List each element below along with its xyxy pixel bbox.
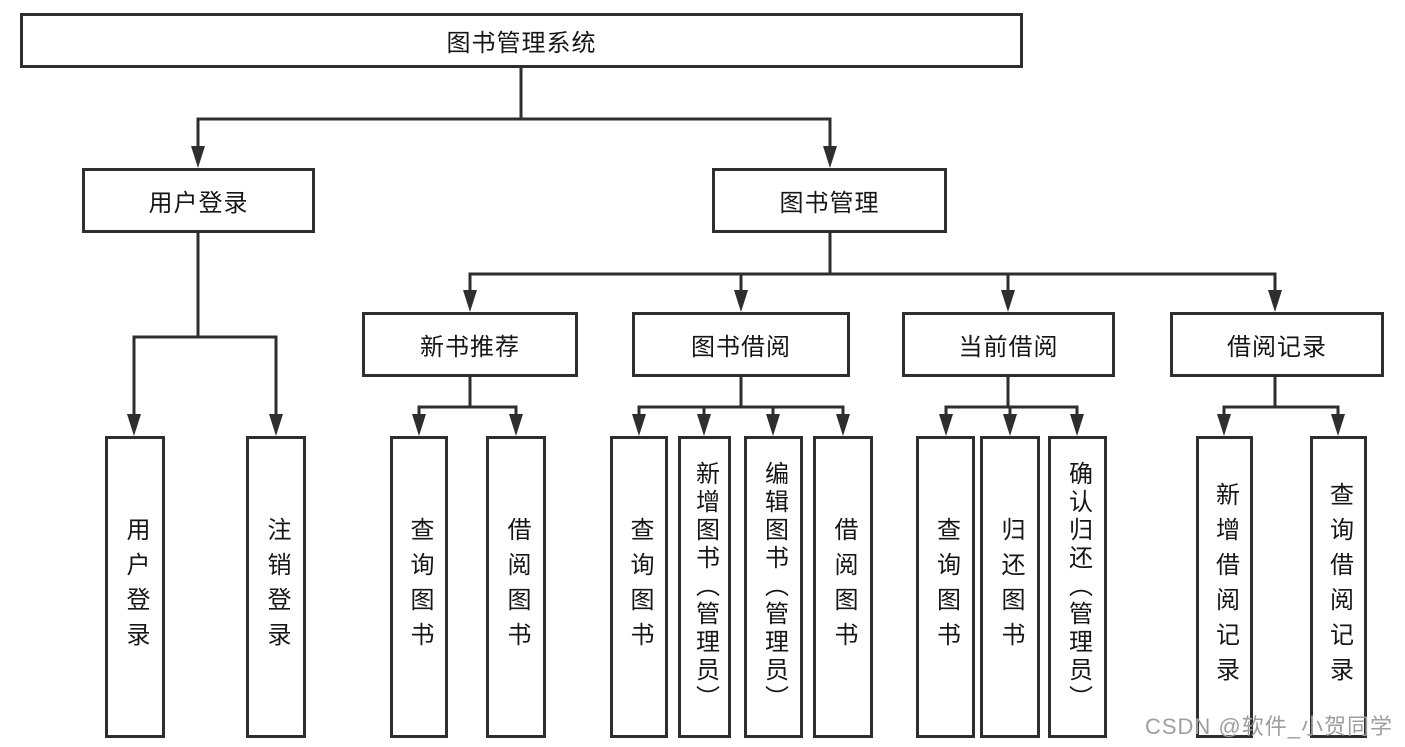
arrowhead-user-login-children [127,414,283,436]
node-book-borrowing: 图书借阅 [632,312,850,377]
leaf-borrowing-add-book-admin: 新增图书（管理员） [678,436,731,738]
node-label: 借阅图书 [503,517,530,657]
node-label: 当前借阅 [958,334,1059,361]
node-label: 注销登录 [263,517,290,657]
leaf-borrowing-borrow-books: 借阅图书 [813,436,873,738]
node-label: 图书管理 [779,190,880,217]
leaf-borrowing-edit-book-admin: 编辑图书（管理员） [744,436,803,738]
node-library-system: 图书管理系统 [20,13,1023,68]
connector-current-borrowing-children [944,377,1079,420]
node-label: 借阅记录 [1227,334,1327,361]
arrowhead-level3 [463,290,1282,312]
node-label: 编辑图书（管理员） [760,461,788,713]
leaf-newbook-query-books: 查询图书 [390,436,448,738]
node-label: 新书推荐 [420,334,520,361]
leaf-records-query-record: 查询借阅记录 [1310,436,1367,738]
leaf-borrowing-query-books: 查询图书 [610,436,668,738]
connector-root-to-level2 [196,68,832,150]
arrowhead-book-borrowing-children [632,414,850,436]
node-label: 借阅图书 [830,517,857,657]
node-label: 确认归还（管理员） [1064,461,1092,713]
node-label: 查询图书 [932,517,960,657]
connector-borrowing-records-children [1222,377,1340,420]
leaf-logout-login: 注销登录 [246,436,306,738]
node-user-login: 用户登录 [82,168,315,233]
node-label: 图书借阅 [691,334,791,361]
node-label: 查询借阅记录 [1325,482,1353,692]
arrowhead-new-book-children [412,414,523,436]
node-label: 查询图书 [626,517,653,657]
node-label: 用户登录 [122,517,149,657]
node-label: 用户登录 [148,190,249,217]
leaf-records-add-record: 新增借阅记录 [1196,436,1253,738]
node-label: 新增图书（管理员） [691,461,719,713]
leaf-user-login: 用户登录 [105,436,165,738]
connector-book-borrowing-children [637,377,845,420]
arrowhead-current-borrowing-children [939,414,1084,436]
node-label: 查询图书 [406,517,433,657]
node-book-management: 图书管理 [712,168,947,233]
connector-book-management-children [468,233,1277,296]
node-borrowing-records: 借阅记录 [1170,312,1384,377]
connector-new-book-children [417,377,518,420]
node-label: 归还图书 [997,517,1024,657]
watermark-text: CSDN @软件_小贺同学 [1144,714,1393,739]
leaf-newbook-borrow-books: 借阅图书 [486,436,546,738]
node-label: 新增借阅记录 [1211,482,1239,692]
leaf-current-return-books: 归还图书 [980,436,1040,738]
node-current-borrowing: 当前借阅 [902,312,1115,377]
arrowhead-level2 [191,146,837,168]
connector-user-login-children [132,233,278,420]
leaf-current-confirm-return-admin: 确认归还（管理员） [1048,436,1107,738]
leaf-current-query-books: 查询图书 [916,436,975,738]
node-new-book-recommendation: 新书推荐 [362,312,578,377]
arrowhead-borrowing-records-children [1217,414,1345,436]
node-label: 图书管理系统 [446,30,597,57]
